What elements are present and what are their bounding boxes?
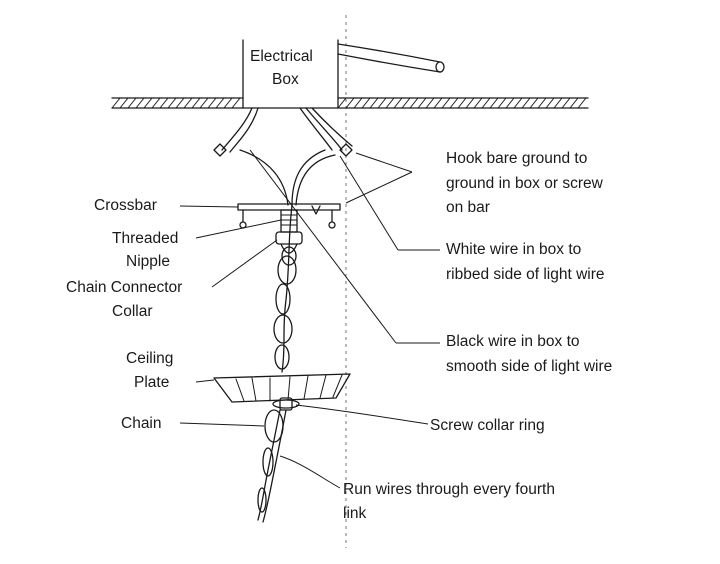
label-ceiling-plate-line-2: Plate	[134, 374, 169, 391]
leader-lines	[179, 149, 440, 489]
label-electrical-box-line-1: Electrical	[250, 48, 313, 65]
label-chain: Chain	[121, 415, 162, 432]
threaded-nipple	[280, 209, 298, 233]
label-chain-connector-line-1: Chain Connector	[66, 279, 182, 296]
label-electrical-box-line-2: Box	[272, 71, 299, 88]
chain-wire-upper	[281, 204, 293, 373]
incoming-cable	[337, 43, 445, 73]
label-chain-connector-line-2: Collar	[112, 303, 152, 320]
chain	[273, 255, 297, 370]
label-run-wires-line-2: link	[343, 505, 367, 522]
house-wires	[213, 107, 353, 157]
electrical-box	[242, 39, 339, 109]
light-wires	[239, 149, 336, 206]
label-screw-collar-ring: Screw collar ring	[430, 417, 545, 434]
label-hook-ground-line-3: on bar	[446, 199, 490, 216]
label-crossbar: Crossbar	[94, 197, 157, 214]
chain-lower	[257, 409, 287, 523]
label-ceiling-plate-line-1: Ceiling	[126, 350, 173, 367]
label-black-wire-line-2: smooth side of light wire	[446, 358, 612, 375]
labels: Electrical Box Hook bare ground to groun…	[66, 48, 612, 522]
label-white-wire-line-2: ribbed side of light wire	[446, 266, 605, 283]
label-hook-ground-line-1: Hook bare ground to	[446, 150, 587, 167]
crossbar	[237, 203, 341, 229]
label-threaded-nipple-line-1: Threaded	[112, 230, 178, 247]
label-threaded-nipple-line-2: Nipple	[126, 253, 170, 270]
label-hook-ground-line-2: ground in box or screw	[446, 175, 604, 192]
ceiling-plate	[213, 373, 351, 403]
label-black-wire-line-1: Black wire in box to	[446, 333, 580, 350]
label-run-wires-line-1: Run wires through every fourth	[343, 481, 555, 498]
ceiling-surface	[111, 97, 589, 109]
label-white-wire-line-1: White wire in box to	[446, 241, 581, 258]
